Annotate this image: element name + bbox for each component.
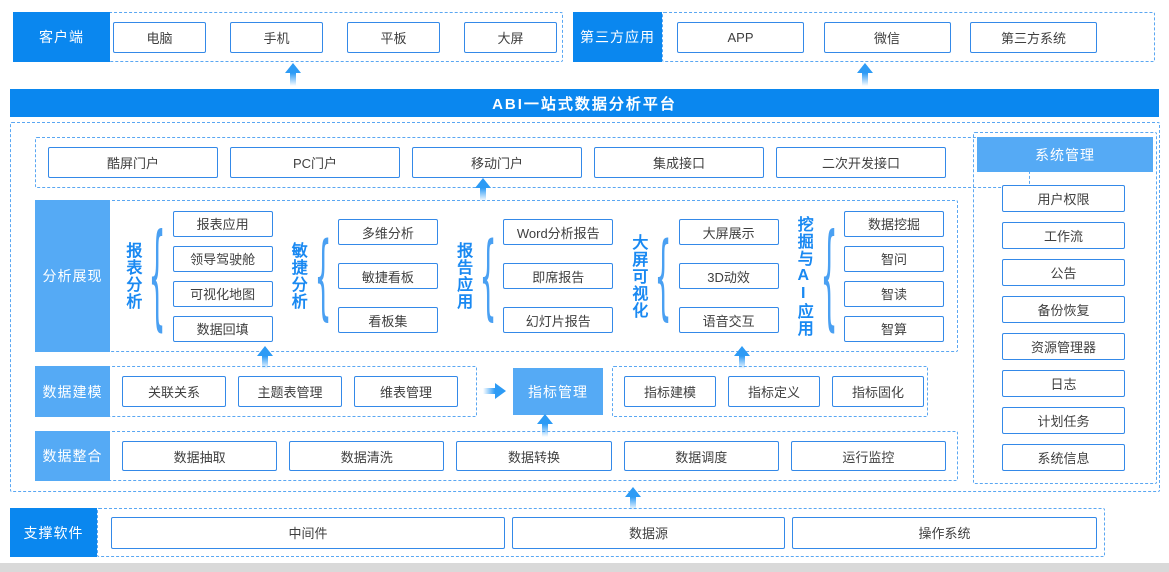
- diagram-node: 工作流: [1002, 222, 1125, 249]
- diagram-node: 关联关系: [122, 376, 226, 407]
- support-items-row: 中间件 数据源 操作系统: [111, 508, 1097, 557]
- system-dashed-box: [973, 132, 1157, 484]
- up-arrow: [537, 414, 553, 437]
- up-arrow: [857, 63, 873, 86]
- diagram-node: 指标建模: [624, 376, 716, 407]
- platform-title: ABI一站式数据分析平台: [492, 95, 677, 113]
- diagram-node: APP: [677, 21, 804, 53]
- analysis-group: 挖掘与AI应用 { 数据挖掘 智问 智读 智算: [793, 200, 944, 352]
- diagram-node: 主题表管理: [238, 376, 342, 407]
- diagram-node: 资源管理器: [1002, 333, 1125, 360]
- diagram-node: 计划任务: [1002, 407, 1125, 434]
- diagram-node: 智问: [843, 245, 944, 272]
- diagram-node: 智读: [843, 280, 944, 307]
- diagram-node: 数据抽取: [122, 441, 278, 471]
- diagram-node: 数据清洗: [289, 441, 445, 471]
- group-label: 挖掘与AI应用: [794, 215, 812, 337]
- diagram-node: 数据调度: [623, 441, 779, 471]
- brace-decoration: {: [314, 222, 332, 330]
- diagram-node: 敏捷看板: [337, 263, 438, 289]
- diagram-node: 电脑: [113, 21, 206, 53]
- diagram-node: 平板: [347, 21, 440, 53]
- diagram-node: 微信: [823, 21, 951, 53]
- up-arrow: [475, 178, 491, 201]
- support-dashed-box: [97, 508, 1105, 557]
- analysis-group: 大屏可视化 { 大屏展示 3D动效 语音交互: [628, 200, 779, 352]
- diagram-node: 维表管理: [354, 376, 458, 407]
- diagram-node: 看板集: [337, 307, 438, 333]
- indicator-items-row: 指标建模 指标定义 指标固化: [624, 366, 924, 417]
- third-party-items-row: APP 微信 第三方系统: [677, 12, 1097, 62]
- diagram-node: 数据转换: [456, 441, 612, 471]
- diagram-node: 用户权限: [1002, 185, 1125, 212]
- right-arrow: [483, 383, 506, 399]
- up-arrow: [625, 487, 641, 510]
- third-party-section-label: 第三方应用: [573, 12, 662, 62]
- group-label: 大屏可视化: [629, 233, 647, 319]
- client-section-label: 客户端: [13, 12, 110, 62]
- portals-row: 酷屏门户 PC门户 移动门户 集成接口 二次开发接口: [48, 137, 946, 188]
- diagram-node: 数据挖掘: [843, 210, 944, 237]
- up-arrow: [285, 63, 301, 86]
- diagram-node: 第三方系统: [970, 21, 1097, 53]
- diagram-node: 移动门户: [412, 147, 582, 178]
- client-items-row: 电脑 手机 平板 大屏: [113, 12, 563, 62]
- analysis-group: 报表分析 { 报表应用 领导驾驶舱 可视化地图 数据回填: [122, 200, 273, 352]
- up-arrow: [257, 346, 273, 369]
- group-label: 报告应用: [454, 242, 472, 310]
- diagram-node: 多维分析: [337, 219, 438, 245]
- diagram-node: 数据回填: [172, 315, 273, 342]
- diagram-node: 指标固化: [832, 376, 924, 407]
- bottom-strip: [0, 563, 1169, 572]
- platform-title-bar: ABI一站式数据分析平台: [10, 89, 1159, 117]
- diagram-node: 手机: [230, 21, 323, 53]
- support-section-label: 支撑软件: [10, 508, 97, 557]
- group-label: 报表分析: [123, 242, 141, 310]
- indicator-management-node: 指标管理: [513, 368, 603, 415]
- integration-items-row: 数据抽取 数据清洗 数据转换 数据调度 运行监控: [122, 431, 947, 481]
- diagram-node: 大屏展示: [678, 219, 779, 245]
- third-party-dashed-box: [662, 12, 1155, 62]
- diagram-node: 可视化地图: [172, 280, 273, 307]
- diagram-node: 即席报告: [503, 263, 614, 289]
- diagram-node: 系统信息: [1002, 444, 1125, 471]
- up-arrow: [734, 346, 750, 369]
- system-section-label: 系统管理: [977, 137, 1153, 172]
- analysis-groups: 报表分析 { 报表应用 领导驾驶舱 可视化地图 数据回填 敏捷分析 { 多维分析…: [122, 200, 948, 352]
- diagram-node: 领导驾驶舱: [172, 245, 273, 272]
- analysis-section-label: 分析展现: [35, 200, 110, 352]
- diagram-node: Word分析报告: [503, 219, 614, 245]
- diagram-node: 运行监控: [790, 441, 947, 471]
- group-label: 敏捷分析: [288, 242, 306, 310]
- diagram-node: 日志: [1002, 370, 1125, 397]
- modeling-section-label: 数据建模: [35, 366, 110, 417]
- analysis-group: 敏捷分析 { 多维分析 敏捷看板 看板集: [287, 200, 438, 352]
- modeling-items-row: 关联关系 主题表管理 维表管理: [122, 366, 458, 417]
- diagram-node: 幻灯片报告: [503, 307, 614, 333]
- diagram-node: 公告: [1002, 259, 1125, 286]
- diagram-node: 中间件: [111, 516, 505, 549]
- diagram-node: 集成接口: [594, 147, 764, 178]
- diagram-node: 备份恢复: [1002, 296, 1125, 323]
- diagram-node: 数据源: [512, 516, 785, 549]
- integration-section-label: 数据整合: [35, 431, 110, 481]
- brace-decoration: {: [149, 210, 166, 342]
- indicator-dashed-box: [612, 366, 928, 417]
- diagram-node: 3D动效: [678, 263, 779, 289]
- brace-decoration: {: [820, 210, 838, 342]
- diagram-node: 二次开发接口: [776, 147, 946, 178]
- system-items-column: 用户权限 工作流 公告 备份恢复 资源管理器 日志 计划任务 系统信息: [1002, 185, 1125, 471]
- diagram-node: 指标定义: [728, 376, 820, 407]
- platform-dashed-container: [10, 122, 1160, 492]
- brace-decoration: {: [479, 222, 497, 330]
- analysis-group: 报告应用 { Word分析报告 即席报告 幻灯片报告: [453, 200, 614, 352]
- brace-decoration: {: [655, 222, 672, 330]
- diagram-node: 智算: [843, 315, 944, 342]
- diagram-node: 大屏: [464, 21, 557, 53]
- diagram-node: 酷屏门户: [48, 147, 218, 178]
- diagram-node: PC门户: [230, 147, 400, 178]
- diagram-node: 报表应用: [172, 210, 273, 237]
- diagram-node: 语音交互: [678, 307, 779, 333]
- diagram-node: 操作系统: [792, 516, 1097, 549]
